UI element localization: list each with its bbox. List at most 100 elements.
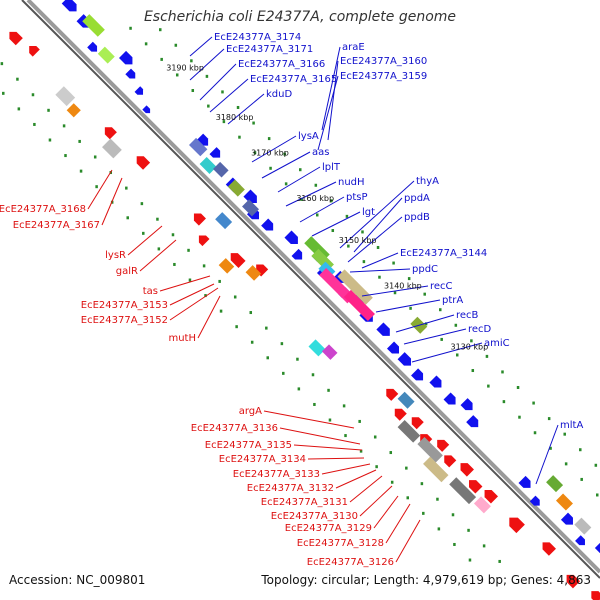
tick-dot (331, 229, 335, 233)
feature-block-shape (308, 339, 326, 357)
tick-dot (33, 122, 36, 126)
tick-dot (142, 231, 145, 235)
forward-gene (594, 540, 600, 553)
label-leader-lines (87, 36, 559, 563)
feature-block (213, 161, 229, 178)
tick-dot (389, 451, 393, 455)
leader-line (339, 180, 415, 249)
tick-dots (0, 26, 599, 563)
tick-dot (222, 120, 226, 124)
gene-label-ppdc: ppdC (412, 264, 438, 275)
tick-dot (236, 105, 240, 109)
feature-block (546, 475, 564, 493)
reverse-gene (230, 253, 246, 268)
tick-dot (392, 261, 395, 265)
feature-block-shape (55, 86, 76, 107)
feature-block (308, 339, 326, 357)
leader-line (189, 48, 225, 81)
tick-dot (267, 137, 271, 141)
tick-dot (202, 264, 206, 268)
feature-block (66, 103, 81, 118)
tick-dot (454, 323, 458, 327)
leader-line (87, 169, 113, 210)
leader-line (347, 216, 403, 263)
tick-dot (282, 371, 285, 375)
kbp-label: 3170 kbp (251, 149, 289, 158)
feature-block-shape (343, 289, 375, 322)
reverse-gene-shape (484, 490, 499, 504)
reverse-gene (460, 463, 474, 477)
tick-dot (48, 138, 52, 142)
leader-line (101, 177, 123, 226)
leader-line (353, 197, 403, 253)
forward-gene (575, 535, 585, 546)
tick-dot (407, 277, 411, 281)
tick-dot (160, 57, 163, 61)
tick-dot (487, 384, 490, 388)
tick-dot (284, 182, 288, 186)
feature-block (319, 267, 355, 304)
tick-dot (144, 42, 148, 46)
tick-dot (373, 435, 377, 439)
tick-dot (564, 462, 568, 466)
reverse-gene-shape (136, 156, 151, 170)
feature-block (97, 46, 115, 64)
tick-dot (296, 357, 299, 361)
forward-gene-shape (397, 352, 412, 366)
feature-block (417, 436, 443, 463)
tick-dot (252, 121, 255, 125)
feature-block-shape (319, 267, 355, 304)
leader-line (395, 519, 421, 563)
forward-gene (529, 495, 540, 506)
feature-block-shape (417, 436, 443, 463)
tick-dot (313, 402, 316, 406)
reverse-gene (136, 156, 151, 170)
gene-label-ece24377a-3135: EcE24377A_3135 (205, 440, 292, 451)
leader-line (321, 46, 341, 131)
feature-block (321, 344, 338, 360)
forward-gene (429, 375, 442, 388)
tick-dot (188, 278, 192, 282)
reverse-gene-shape (444, 455, 457, 468)
feature-block (82, 14, 105, 37)
forward-gene (386, 341, 400, 354)
forward-gene (376, 322, 390, 336)
tick-dot (125, 186, 128, 190)
tick-dot (311, 373, 315, 377)
leader-line (199, 63, 237, 101)
reverse-gene-shape (29, 45, 40, 57)
forward-gene-shape (411, 368, 424, 381)
gene-label-ece24377a-3136: EcE24377A_3136 (191, 423, 278, 434)
accession-text: Accession: NC_009801 (9, 573, 146, 587)
forward-gene-shape (125, 68, 136, 79)
tick-dot (204, 294, 207, 298)
gene-label-thya: thyA (416, 176, 439, 187)
feature-block-shape (102, 138, 122, 159)
gene-label-lysr: lysR (105, 250, 126, 261)
reverse-gene (411, 417, 424, 430)
feature-block-shape (245, 265, 262, 281)
feature-block-shape (574, 517, 592, 535)
leader-line (335, 469, 377, 489)
backbone-line-inner (21, 0, 600, 579)
gene-label-ptra: ptrA (442, 295, 463, 306)
reverse-gene-shape (509, 517, 525, 534)
gene-label-ece24377a-3126: EcE24377A_3126 (307, 557, 394, 568)
tick-dot (328, 418, 332, 422)
tick-dot (378, 275, 381, 279)
leader-line (279, 427, 361, 445)
forward-gene-shape (518, 475, 531, 488)
feature-block-shape (242, 199, 260, 217)
feature-block-shape (188, 137, 208, 157)
feature-block-shape (555, 493, 573, 511)
forward-gene (134, 86, 144, 95)
tick-dot (126, 216, 129, 220)
leader-line (197, 295, 221, 339)
leader-line (317, 75, 339, 151)
tick-dot (563, 432, 566, 436)
gene-label-recd: recD (468, 324, 492, 335)
reverse-gene (444, 455, 457, 468)
forward-gene (397, 352, 412, 366)
tick-dot (191, 89, 195, 93)
reverse-gene (437, 439, 450, 452)
